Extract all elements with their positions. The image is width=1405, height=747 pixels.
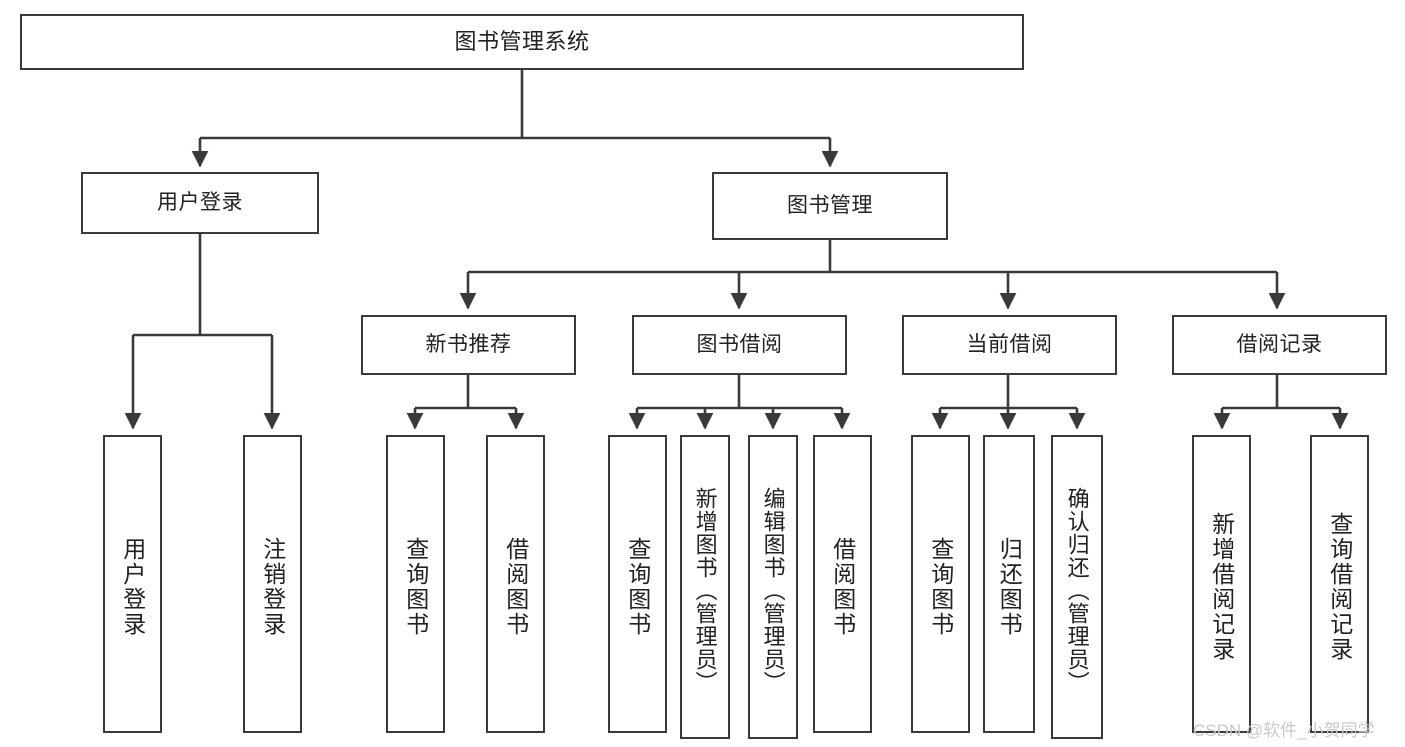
leaf-cur-return-label: 归还图书 xyxy=(996,537,1023,637)
node-new-book-rec-label: 新书推荐 xyxy=(425,332,512,356)
leaf-cur-confirm[interactable]: 确认归还（管理员） xyxy=(1051,435,1103,739)
leaf-borrow-borrow-label: 借阅图书 xyxy=(829,537,856,637)
leaf-cur-query[interactable]: 查询图书 xyxy=(911,435,970,733)
node-borrow-record-label: 借阅记录 xyxy=(1236,332,1323,356)
leaf-borrow-add-label: 新增图书（管理员） xyxy=(692,486,718,694)
leaf-rec-borrow-label: 借阅图书 xyxy=(502,537,529,637)
node-user-login-label: 用户登录 xyxy=(157,190,243,214)
node-book-borrow-label: 图书借阅 xyxy=(696,332,783,356)
leaf-rec-search[interactable]: 查询借阅记录 xyxy=(1310,435,1369,733)
leaf-cur-return[interactable]: 归还图书 xyxy=(983,435,1035,733)
leaf-user-login[interactable]: 用户登录 xyxy=(103,435,162,733)
node-current-borrow-label: 当前借阅 xyxy=(966,332,1053,356)
leaf-rec-borrow[interactable]: 借阅图书 xyxy=(486,435,545,733)
node-root[interactable]: 图书管理系统 xyxy=(20,14,1024,70)
leaf-rec-query-label: 查询图书 xyxy=(402,537,429,637)
node-borrow-record[interactable]: 借阅记录 xyxy=(1172,315,1387,375)
leaf-borrow-borrow[interactable]: 借阅图书 xyxy=(813,435,872,733)
node-root-label: 图书管理系统 xyxy=(454,29,590,55)
csdn-watermark: CSDN @软件_小贺同学 xyxy=(1193,721,1375,740)
leaf-logout[interactable]: 注销登录 xyxy=(243,435,302,733)
node-book-manage[interactable]: 图书管理 xyxy=(712,172,948,240)
node-user-login[interactable]: 用户登录 xyxy=(81,172,319,234)
leaf-borrow-edit-label: 编辑图书（管理员） xyxy=(760,486,786,694)
node-current-borrow[interactable]: 当前借阅 xyxy=(902,315,1117,375)
leaf-borrow-add[interactable]: 新增图书（管理员） xyxy=(680,435,730,739)
leaf-rec-search-label: 查询借阅记录 xyxy=(1326,512,1353,662)
leaf-borrow-edit[interactable]: 编辑图书（管理员） xyxy=(748,435,798,739)
leaf-cur-query-label: 查询图书 xyxy=(927,537,954,637)
leaf-borrow-query[interactable]: 查询图书 xyxy=(608,435,667,733)
leaf-rec-query[interactable]: 查询图书 xyxy=(386,435,445,733)
leaf-rec-add[interactable]: 新增借阅记录 xyxy=(1192,435,1251,733)
node-new-book-rec[interactable]: 新书推荐 xyxy=(361,315,576,375)
leaf-rec-add-label: 新增借阅记录 xyxy=(1208,512,1235,662)
node-book-borrow[interactable]: 图书借阅 xyxy=(632,315,847,375)
leaf-cur-confirm-label: 确认归还（管理员） xyxy=(1064,486,1090,694)
leaf-user-login-label: 用户登录 xyxy=(119,537,146,637)
node-book-manage-label: 图书管理 xyxy=(787,193,873,217)
leaf-logout-label: 注销登录 xyxy=(259,537,286,637)
leaf-borrow-query-label: 查询图书 xyxy=(624,537,651,637)
